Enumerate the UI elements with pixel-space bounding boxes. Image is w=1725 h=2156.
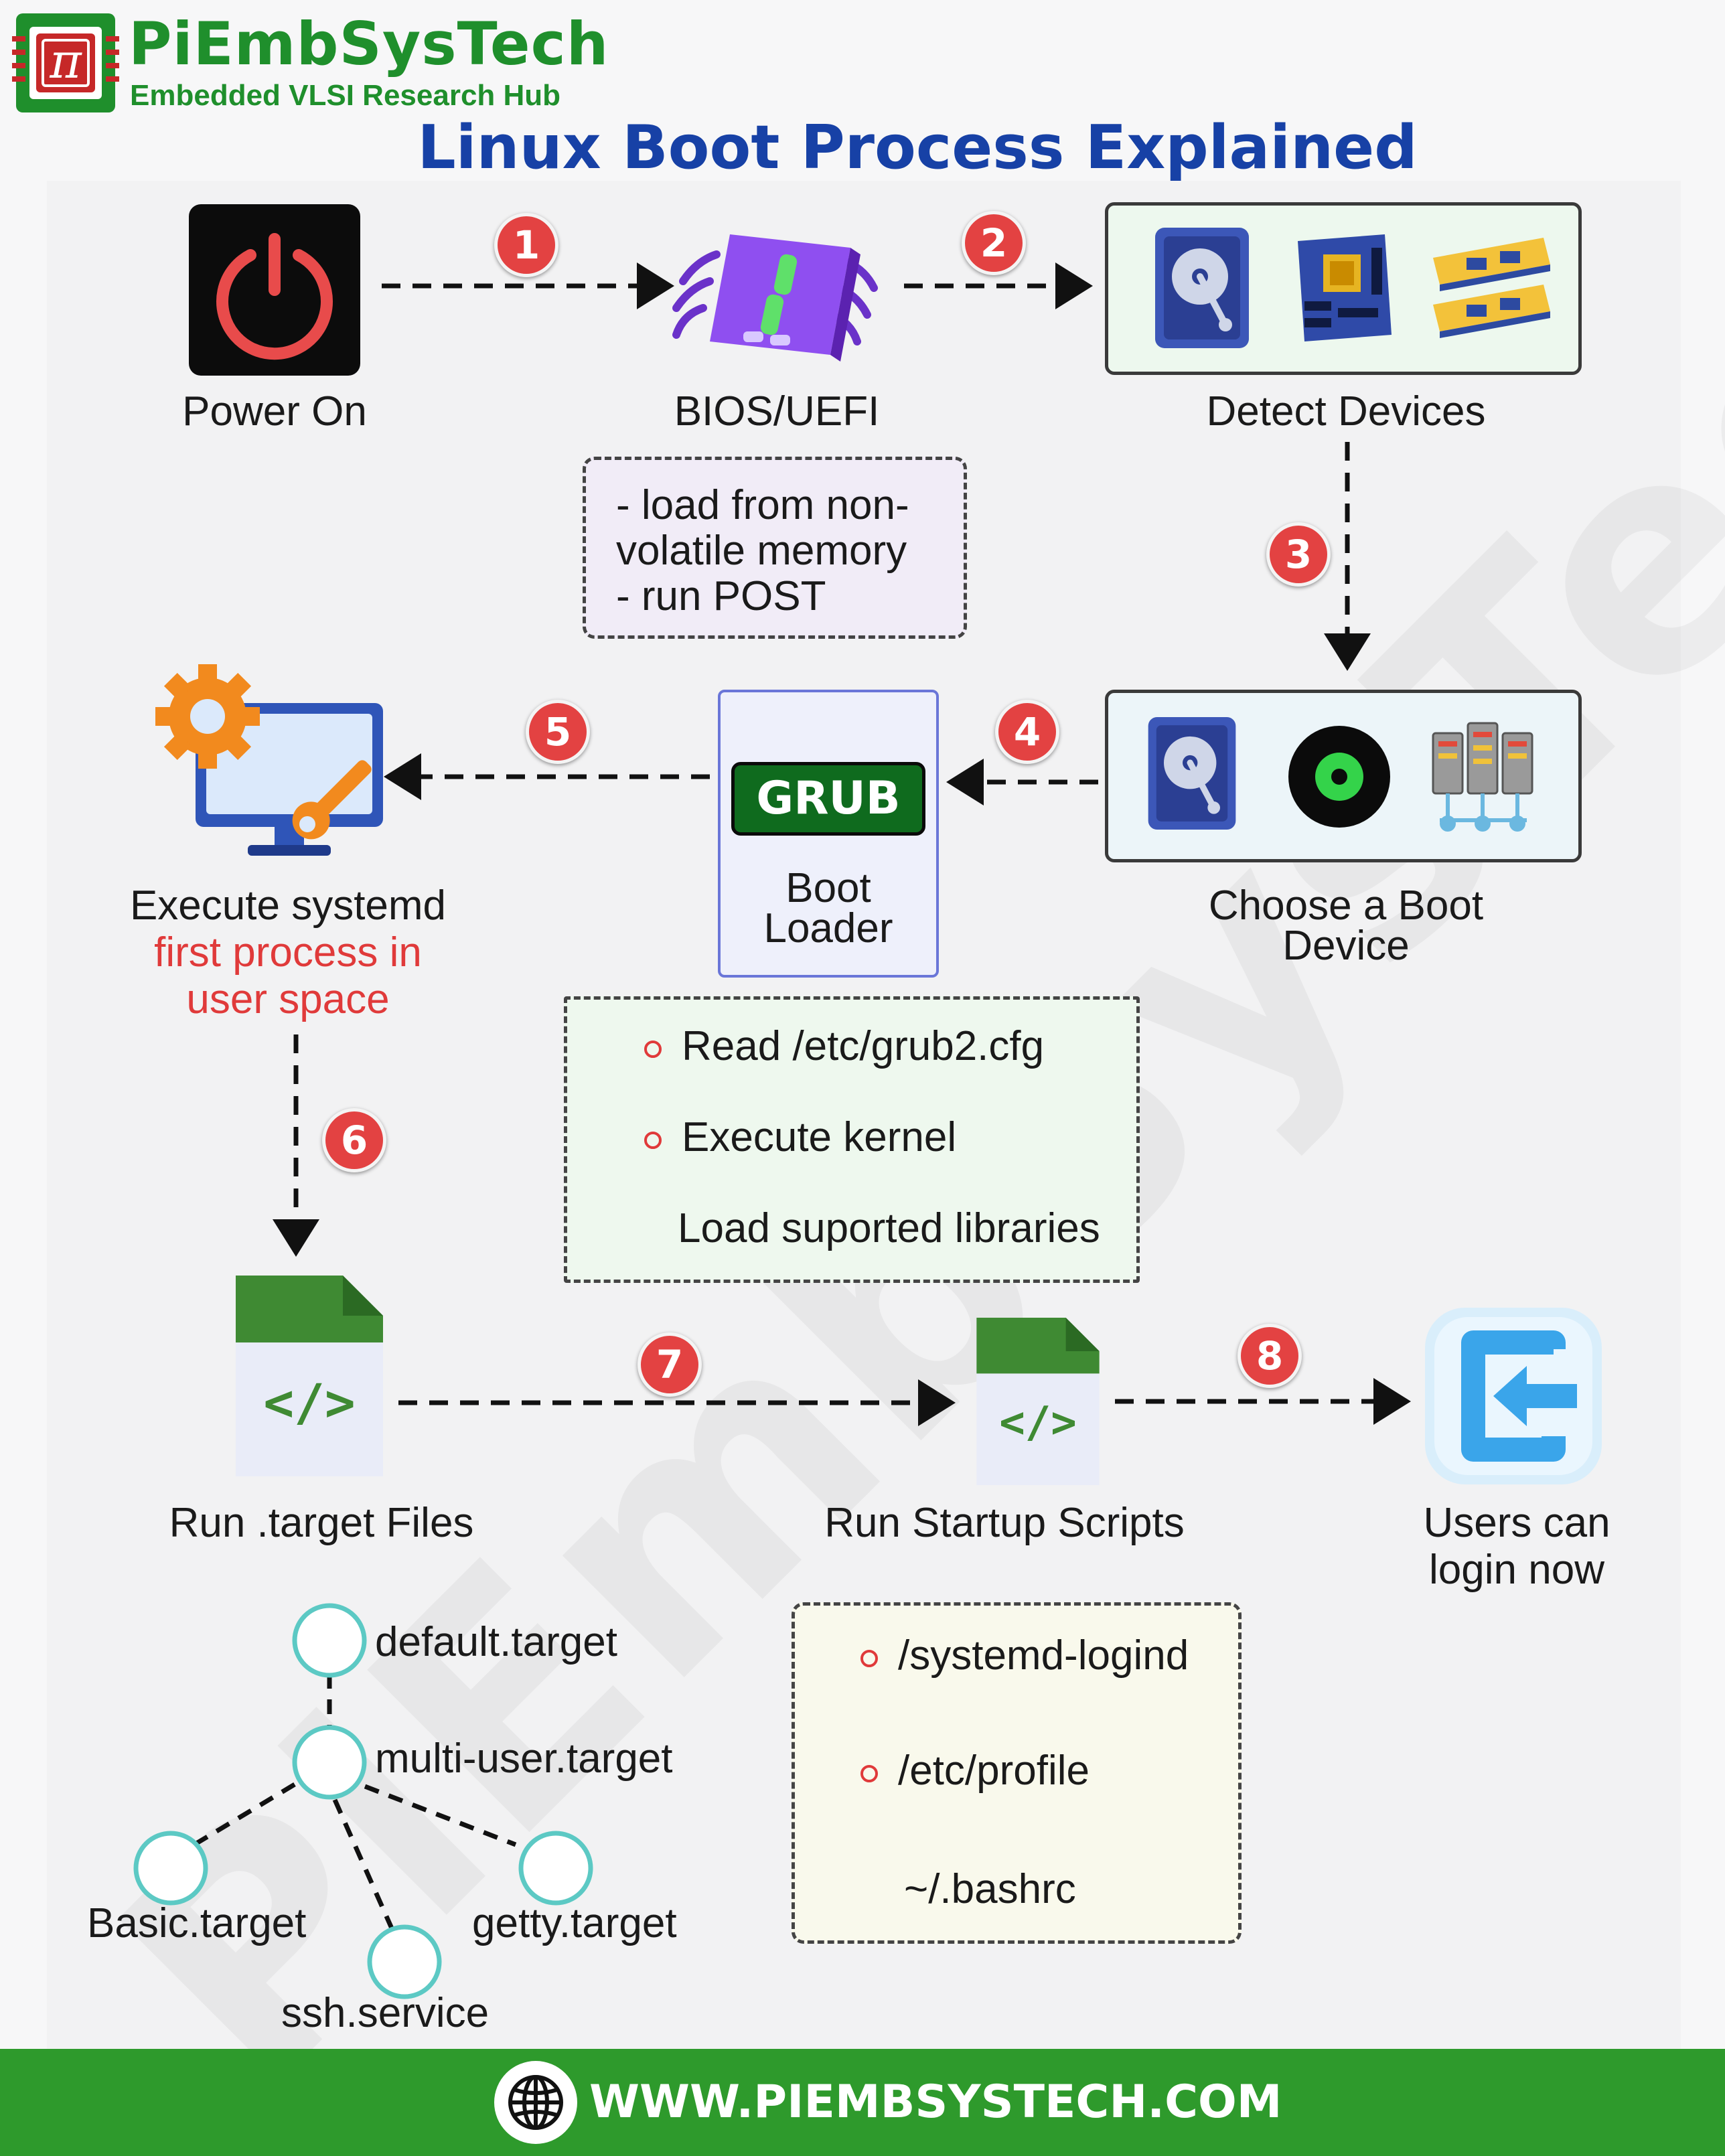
grub-badge [731, 762, 925, 836]
label-login-2: login now [1429, 1547, 1604, 1593]
footer-url-link[interactable]: WWW.PIEMBSYSTECH.COM [589, 2076, 1282, 2129]
grub-note-item3: Load suported libraries [678, 1205, 1100, 1251]
label-systemd-1: Execute systemd [129, 882, 447, 929]
label-login-1: Users can [1423, 1500, 1610, 1546]
motherboard-icon [1284, 228, 1398, 348]
tree-node-ssh [367, 1924, 442, 1999]
bullet-dot [860, 1649, 878, 1667]
tree-node-default [292, 1603, 367, 1678]
scripts-note-item1: /systemd-logind [860, 1632, 1189, 1679]
scripts-note-item3: ~/.bashrc [904, 1866, 1076, 1912]
step-badge-1: 1 [494, 213, 558, 277]
code-file-icon [229, 1269, 390, 1483]
hard-drive-icon [1152, 224, 1252, 352]
logo-chip-icon [12, 13, 119, 112]
step-badge-7: 7 [638, 1332, 702, 1397]
step-badge-3: 3 [1266, 522, 1331, 587]
tree-label-default: default.target [375, 1619, 617, 1665]
step-badge-2: 2 [962, 211, 1026, 275]
label-startup-scripts: Run Startup Scripts [824, 1500, 1185, 1546]
bios-note [583, 457, 967, 639]
label-boot-loader-2: Loader [763, 905, 893, 951]
logo: π [12, 9, 119, 117]
bios-note-line1: - load from non- [616, 482, 909, 528]
grub-badge-label: GRUB [756, 772, 901, 825]
grub-note-item2: Execute kernel [644, 1114, 956, 1161]
label-systemd-3: user space [186, 976, 390, 1022]
tree-label-getty: getty.target [472, 1900, 677, 1946]
label-detect-devices: Detect Devices [1206, 388, 1486, 435]
scripts-note-item2-text: /etc/profile [898, 1748, 1090, 1794]
code-file-icon [971, 1311, 1105, 1492]
hard-drive-icon [1145, 710, 1239, 837]
scripts-note-item1-text: /systemd-logind [898, 1632, 1189, 1679]
chip-icon [670, 214, 897, 375]
step-badge-8: 8 [1238, 1324, 1302, 1388]
grub-note-item2-text: Execute kernel [682, 1114, 957, 1160]
code-file-glyph: </> [263, 1373, 356, 1432]
tree-node-basic [133, 1831, 208, 1906]
logo-glyph: π [50, 33, 82, 89]
page-title: Linux Boot Process Explained [417, 112, 1418, 183]
step-badge-4: 4 [995, 700, 1059, 764]
tree-label-multi-user: multi-user.target [375, 1736, 673, 1782]
tree-node-getty [518, 1831, 593, 1906]
tree-edge-multi-ssh [332, 1798, 394, 1930]
tree-label-ssh: ssh.service [281, 1990, 490, 2036]
step-badge-5: 5 [526, 700, 590, 764]
label-boot-loader-1: Boot [785, 865, 871, 911]
login-arrow-icon [1420, 1302, 1607, 1490]
ram-icon [1426, 231, 1554, 348]
tree-edge-multi-basic [193, 1782, 296, 1847]
label-bios: BIOS/UEFI [674, 388, 880, 435]
bios-note-line3: - run POST [616, 573, 826, 619]
bios-note-line2: volatile memory [616, 528, 907, 574]
label-choose-boot-1: Choose a Boot [1208, 882, 1484, 929]
label-choose-boot-2: Device [1282, 923, 1410, 969]
label-systemd-2: first process in [154, 929, 422, 976]
code-file-glyph: </> [999, 1398, 1077, 1448]
scripts-note-item2: /etc/profile [860, 1748, 1090, 1794]
disc-icon [1286, 723, 1393, 830]
grub-note-item1-text: Read /etc/grub2.cfg [682, 1023, 1045, 1069]
power-icon [189, 204, 360, 376]
bullet-dot [860, 1764, 878, 1782]
step-badge-6: 6 [322, 1108, 386, 1172]
globe-icon[interactable] [492, 2059, 579, 2146]
tree-label-basic: Basic.target [87, 1900, 307, 1946]
footer-bar [0, 2049, 1725, 2156]
bullet-dot [644, 1131, 662, 1149]
brand-name: PiEmbSysTech [129, 9, 609, 78]
label-target-files: Run .target Files [169, 1500, 474, 1546]
grub-note-item1: Read /etc/grub2.cfg [644, 1023, 1044, 1070]
tree-node-multi-user [292, 1725, 367, 1800]
bullet-dot [644, 1040, 662, 1058]
network-server-icon [1426, 713, 1540, 840]
label-power-on: Power On [182, 388, 367, 435]
monitor-gear-wrench-icon [154, 663, 395, 864]
tree-edge-multi-getty [364, 1784, 517, 1847]
brand-tagline: Embedded VLSI Research Hub [130, 79, 561, 112]
